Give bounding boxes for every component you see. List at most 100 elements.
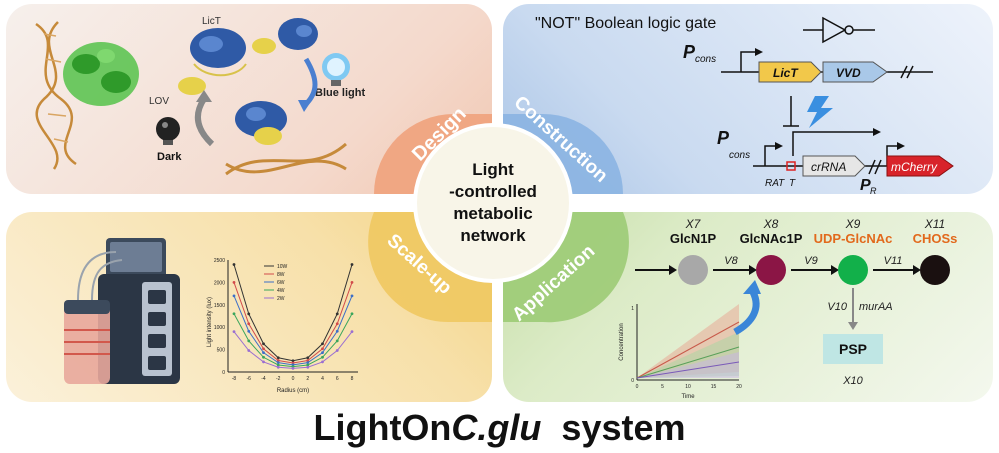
blue-light-bulb-icon [322,53,350,86]
center-line2: -controlled [449,182,537,201]
promoter3-label: P [860,177,871,194]
branch-gene-label: murAA [859,301,893,313]
series-line [233,313,353,368]
product-id: X10 [842,375,863,387]
series-point [350,312,354,316]
series-point [232,330,236,334]
y-tick-label: 500 [217,348,226,354]
blue-light-label: Blue light [315,87,365,99]
product-box [823,334,883,364]
construct1 [721,48,933,83]
reaction-arrowhead [749,265,757,275]
photobioreactor [64,238,180,384]
series-point [321,351,324,355]
title-part3: system [561,407,686,448]
series-point [276,359,280,362]
chart-xlabel: Radius (cm) [277,388,309,394]
t-label: T [789,178,796,189]
metabolite-node [838,255,868,285]
series-point [306,356,310,360]
dark-arrow [194,97,215,147]
dark-arrowhead [196,90,212,102]
construction-illustration: Construction "NOT" Boolean logic gate P … [503,15,954,194]
reaction-arrowhead [831,265,839,275]
center-line3: metabolic [453,204,533,223]
series-point [291,359,295,363]
series-point [276,363,280,367]
metabolite-node [678,255,708,285]
series-point [335,329,339,333]
blue-light-arrowhead [298,100,312,112]
green-protein [63,42,139,106]
legend-label: 2W [277,296,285,302]
legend-label: 4W [277,288,285,294]
mini-x-tick: 15 [711,384,717,390]
crrna-label: crRNA [811,160,846,174]
node-name: GlcNAc1P [740,231,803,246]
promoter1-label: P [683,42,696,62]
node-name: GlcN1P [670,231,717,246]
reaction-label: V11 [884,255,903,267]
reaction-label: V8 [724,255,738,267]
mini-ylabel: Concentration [619,323,625,360]
series-point [306,363,310,367]
series-point [247,349,251,352]
system-title: LightOnC.glu system [0,403,999,453]
series-point [262,360,265,364]
center-line4: network [460,226,526,245]
series-point [232,281,236,284]
lict-label: LicT [202,16,221,27]
node-name: UDP-GlcNAc [814,231,893,246]
mini-y-tick: 1 [631,306,634,312]
y-tick-label: 1000 [214,325,225,331]
promoter3-sub: R [870,186,877,194]
lead-arrowhead [669,265,677,275]
series-point [306,361,310,365]
series-point [306,359,310,362]
series-point [262,351,265,355]
increase-arrowhead [743,280,761,294]
node-id: X9 [845,217,861,231]
reaction-label: V9 [804,255,817,267]
metabolite-node [920,255,950,285]
title-part1: LightOn [313,407,452,448]
y-tick-label: 2500 [214,258,225,264]
center-line1: Light [472,160,514,179]
node-id: X8 [763,217,779,231]
series-point [262,347,265,351]
rat-label: RAT [765,178,785,189]
series-point [276,361,280,365]
series-point [276,356,280,360]
logic-gate-title: "NOT" Boolean logic gate [535,15,716,32]
node-id: X11 [924,217,945,231]
series-point [321,360,324,364]
dna-helix-left [35,21,77,170]
construct2 [753,128,954,177]
reaction-arrowhead [913,265,921,275]
promoter2-sub: cons [729,150,750,161]
construction-panel: Construction "NOT" Boolean logic gate P … [503,4,993,194]
node-id: X7 [685,217,702,231]
series-point [335,349,339,352]
series-point [247,329,251,333]
series-point [335,339,339,343]
x-tick-label: -2 [276,376,281,382]
series-point [335,322,339,326]
y-tick-label: 2000 [214,280,225,286]
increase-arrow [733,290,760,336]
dark-bulb-icon [156,117,180,145]
mcherry-label: mCherry [891,160,938,174]
series-point [262,355,265,359]
series-line [233,264,353,362]
title-part2: C.glu [451,407,542,448]
series-point [321,355,324,359]
mini-x-tick: 5 [661,384,664,390]
series-point [247,322,251,326]
series-point [350,263,354,266]
application-illustration: Application X7GlcN1PV8X8GlcNAc1PV9X9UDP-… [503,212,957,400]
product-label: PSP [839,341,867,357]
